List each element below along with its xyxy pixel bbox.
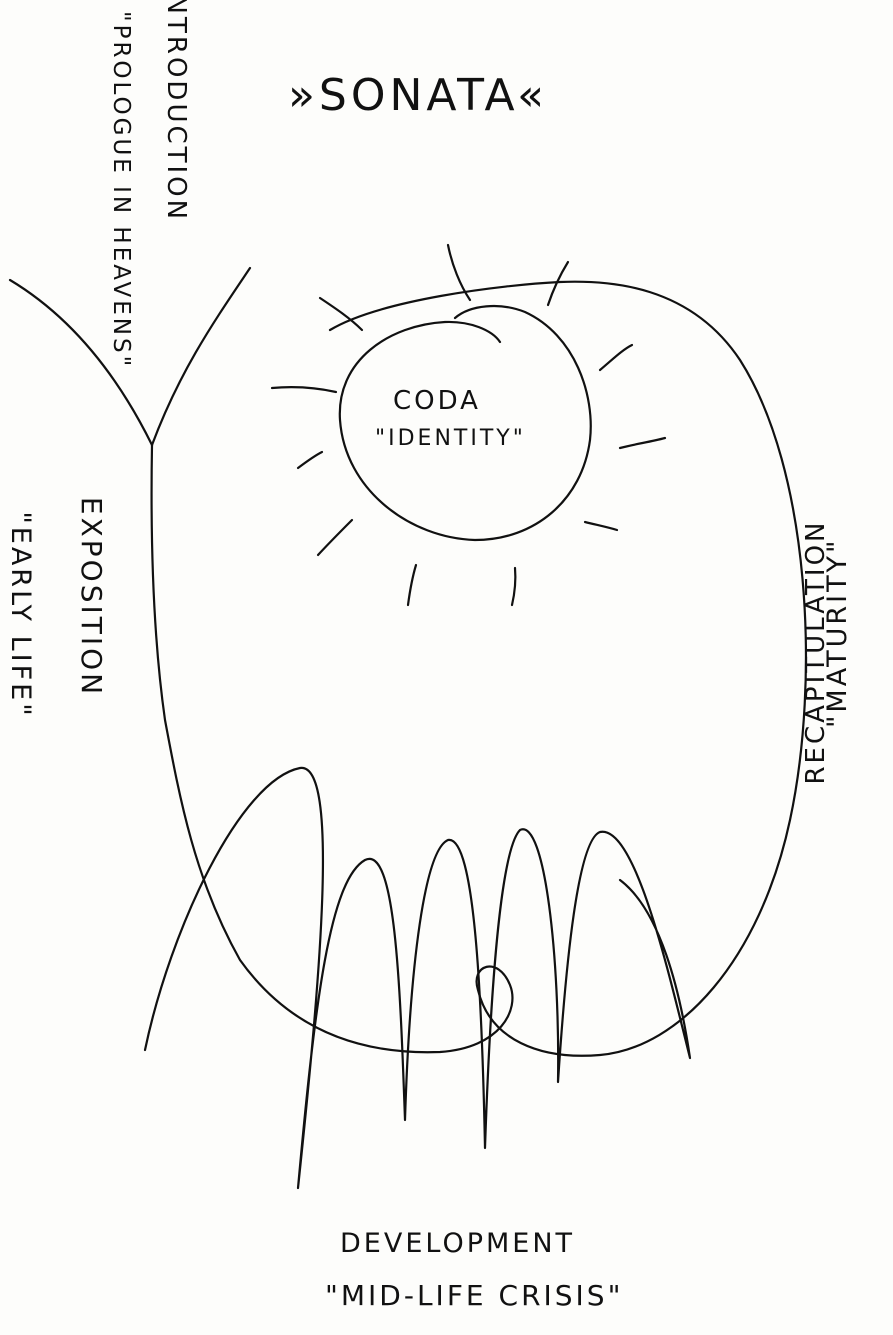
- ray: [600, 345, 632, 370]
- development-subtitle: "MID-LIFE CRISIS": [325, 1282, 623, 1310]
- ray: [512, 568, 515, 605]
- crisis-scribble: [145, 768, 690, 1188]
- ray: [585, 522, 617, 530]
- introduction-label: INTRODUCTION: [155, 0, 189, 223]
- coda-subtitle: "IDENTITY": [375, 428, 526, 450]
- diagram-title: »SONATA«: [288, 74, 548, 118]
- ray: [298, 452, 322, 468]
- ray: [620, 438, 665, 448]
- coda-circle: [340, 306, 591, 540]
- coda-label: CODA: [393, 388, 481, 414]
- ray: [318, 520, 352, 555]
- ray: [272, 387, 336, 392]
- branch-right: [152, 268, 250, 445]
- exposition-label: EXPOSITION: [71, 492, 105, 702]
- recapitulation-subtitle: "MATURITY": [824, 568, 860, 728]
- introduction-subtitle: "PROLOGUE IN HEAVENS": [102, 11, 132, 311]
- ray: [408, 565, 416, 605]
- development-label: DEVELOPMENT: [340, 1230, 575, 1257]
- exposition-subtitle: "EARLY LIFE": [0, 510, 34, 720]
